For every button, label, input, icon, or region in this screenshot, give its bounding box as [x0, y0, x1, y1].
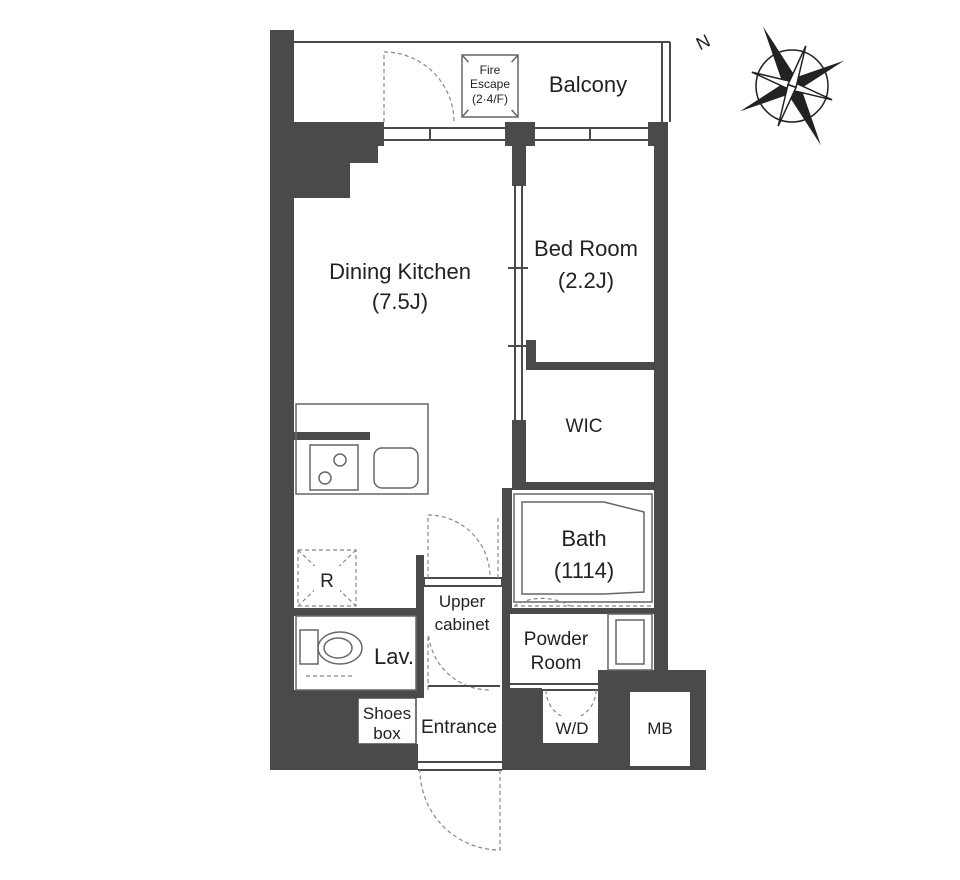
upper-cabinet-doors — [423, 514, 503, 691]
fire-escape-hatch — [461, 54, 519, 118]
balcony-door — [383, 51, 455, 123]
fire-escape-label-3: (2·4/F) — [472, 92, 508, 106]
walls — [270, 30, 706, 770]
balcony-area — [292, 41, 671, 122]
compass-north-label: N — [693, 30, 713, 54]
bedroom-label: Bed Room — [534, 236, 638, 261]
powder-room-label-2: Room — [531, 653, 582, 674]
compass-icon — [739, 26, 845, 146]
bedroom-size: (2.2J) — [558, 268, 614, 293]
dining-kitchen-label: Dining Kitchen — [329, 259, 471, 284]
lavatory-fixture — [295, 615, 417, 691]
entrance-label: Entrance — [421, 717, 497, 738]
bathtub — [513, 493, 653, 607]
lav-label: Lav. — [374, 644, 414, 669]
fire-escape-label-1: Fire — [480, 63, 501, 77]
upper-cabinet-label-1: Upper — [439, 592, 486, 611]
refrigerator — [297, 549, 357, 607]
refrigerator-label: R — [320, 571, 334, 592]
mb-label: MB — [647, 719, 673, 738]
bath-label: Bath — [561, 526, 606, 551]
windows — [384, 127, 648, 141]
bath-size: (1114) — [554, 558, 614, 583]
wd-label: W/D — [555, 719, 588, 738]
balcony-label: Balcony — [549, 72, 627, 97]
sliding-partition — [508, 186, 528, 420]
shoes-box-label-1: Shoes — [363, 704, 411, 723]
powder-room-fixture — [510, 613, 653, 685]
fire-escape-label-2: Escape — [470, 77, 510, 91]
shoes-box-label-2: box — [373, 724, 401, 743]
powder-room-label-1: Powder — [524, 629, 589, 650]
dining-kitchen-size: (7.5J) — [372, 289, 428, 314]
upper-cabinet-label-2: cabinet — [435, 615, 490, 634]
wic-label: WIC — [566, 416, 603, 437]
kitchen-counter — [295, 403, 429, 495]
entrance-door — [418, 761, 502, 851]
shoes-box — [357, 697, 417, 745]
